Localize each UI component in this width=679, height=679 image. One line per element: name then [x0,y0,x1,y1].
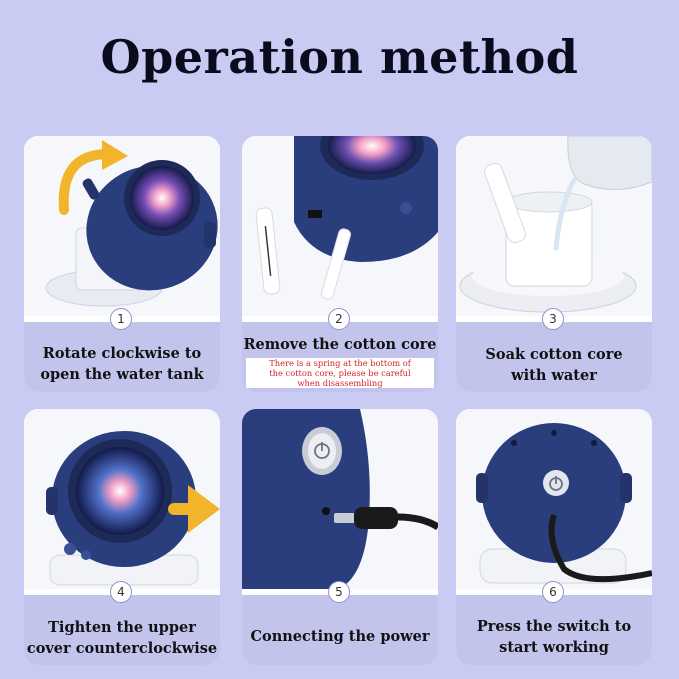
step-1-caption-line-1: Rotate clockwise to [42,345,202,362]
step-5-number-badge: 5 [328,581,350,603]
step-3-number-badge: 3 [542,308,564,330]
step-3-illustration [459,136,652,313]
step-4-caption-line-2: cover counterclockwise [26,640,218,657]
step-2-caption: Remove the cotton core [242,334,438,355]
step-5-caption-line-1: Connecting the power [250,628,430,645]
step-4-photo [24,409,220,589]
step-6-caption-band [456,595,652,665]
step-2-note-line-1: There is a spring at the bottom of [269,358,411,368]
step-5-photo [242,409,438,589]
step-3-photo [456,136,652,316]
step-card-5: 5 Connecting the power [242,409,438,665]
step-6-caption-line-1: Press the switch to [476,618,632,635]
step-6-caption: Press the switch to start working [456,616,652,658]
step-card-4: 4 Tighten the upper cover counterclockwi… [24,409,220,665]
step-5-caption: Connecting the power [242,626,438,647]
step-2-warning-note: There is a spring at the bottom of the c… [246,358,434,388]
step-card-2: 2 Remove the cotton core There is a spri… [242,136,438,392]
step-2-note-line-2: the cotton core, please be careful [269,368,411,378]
step-card-3: 3 Soak cotton core with water [456,136,652,392]
galaxy-lens-icon [130,166,194,230]
step-2-caption-line-1: Remove the cotton core [243,336,437,353]
step-1-caption-line-2: open the water tank [40,366,204,383]
step-3-caption-line-2: with water [511,367,597,384]
step-2-illustration [255,136,438,300]
step-5-illustration [242,409,438,589]
step-2-note-line-3: when disassembling [297,378,383,388]
galaxy-lens-icon [328,136,416,174]
step-5-caption-band [242,595,438,665]
step-card-6: 6 Press the switch to start working [456,409,652,665]
step-1-photo [24,136,220,316]
step-4-caption-line-1: Tighten the upper [48,619,196,636]
step-3-caption-line-1: Soak cotton core [485,346,623,363]
step-3-caption: Soak cotton core with water [456,344,652,386]
step-1-number-badge: 1 [110,308,132,330]
step-1-caption: Rotate clockwise to open the water tank [24,343,220,385]
step-4-illustration [46,431,220,586]
step-2-photo [242,136,438,316]
step-6-number-badge: 6 [542,581,564,603]
step-4-number-badge: 4 [110,581,132,603]
step-6-illustration [476,423,652,584]
step-card-1: 1 Rotate clockwise to open the water tan… [24,136,220,392]
step-6-photo [456,409,652,589]
step-1-illustration [45,140,218,307]
step-4-caption: Tighten the upper cover counterclockwise [24,617,220,659]
water-stream-icon [553,177,577,251]
step-2-number-badge: 2 [328,308,350,330]
step-6-caption-line-2: start working [499,639,609,656]
galaxy-lens-icon [76,447,164,535]
step-4-caption-band [24,595,220,665]
rotate-arrow-icon [58,149,113,215]
power-plug-icon [354,507,398,529]
page-title: Operation method [100,30,579,84]
step-1-caption-band [24,322,220,392]
step-3-caption-band [456,322,652,392]
